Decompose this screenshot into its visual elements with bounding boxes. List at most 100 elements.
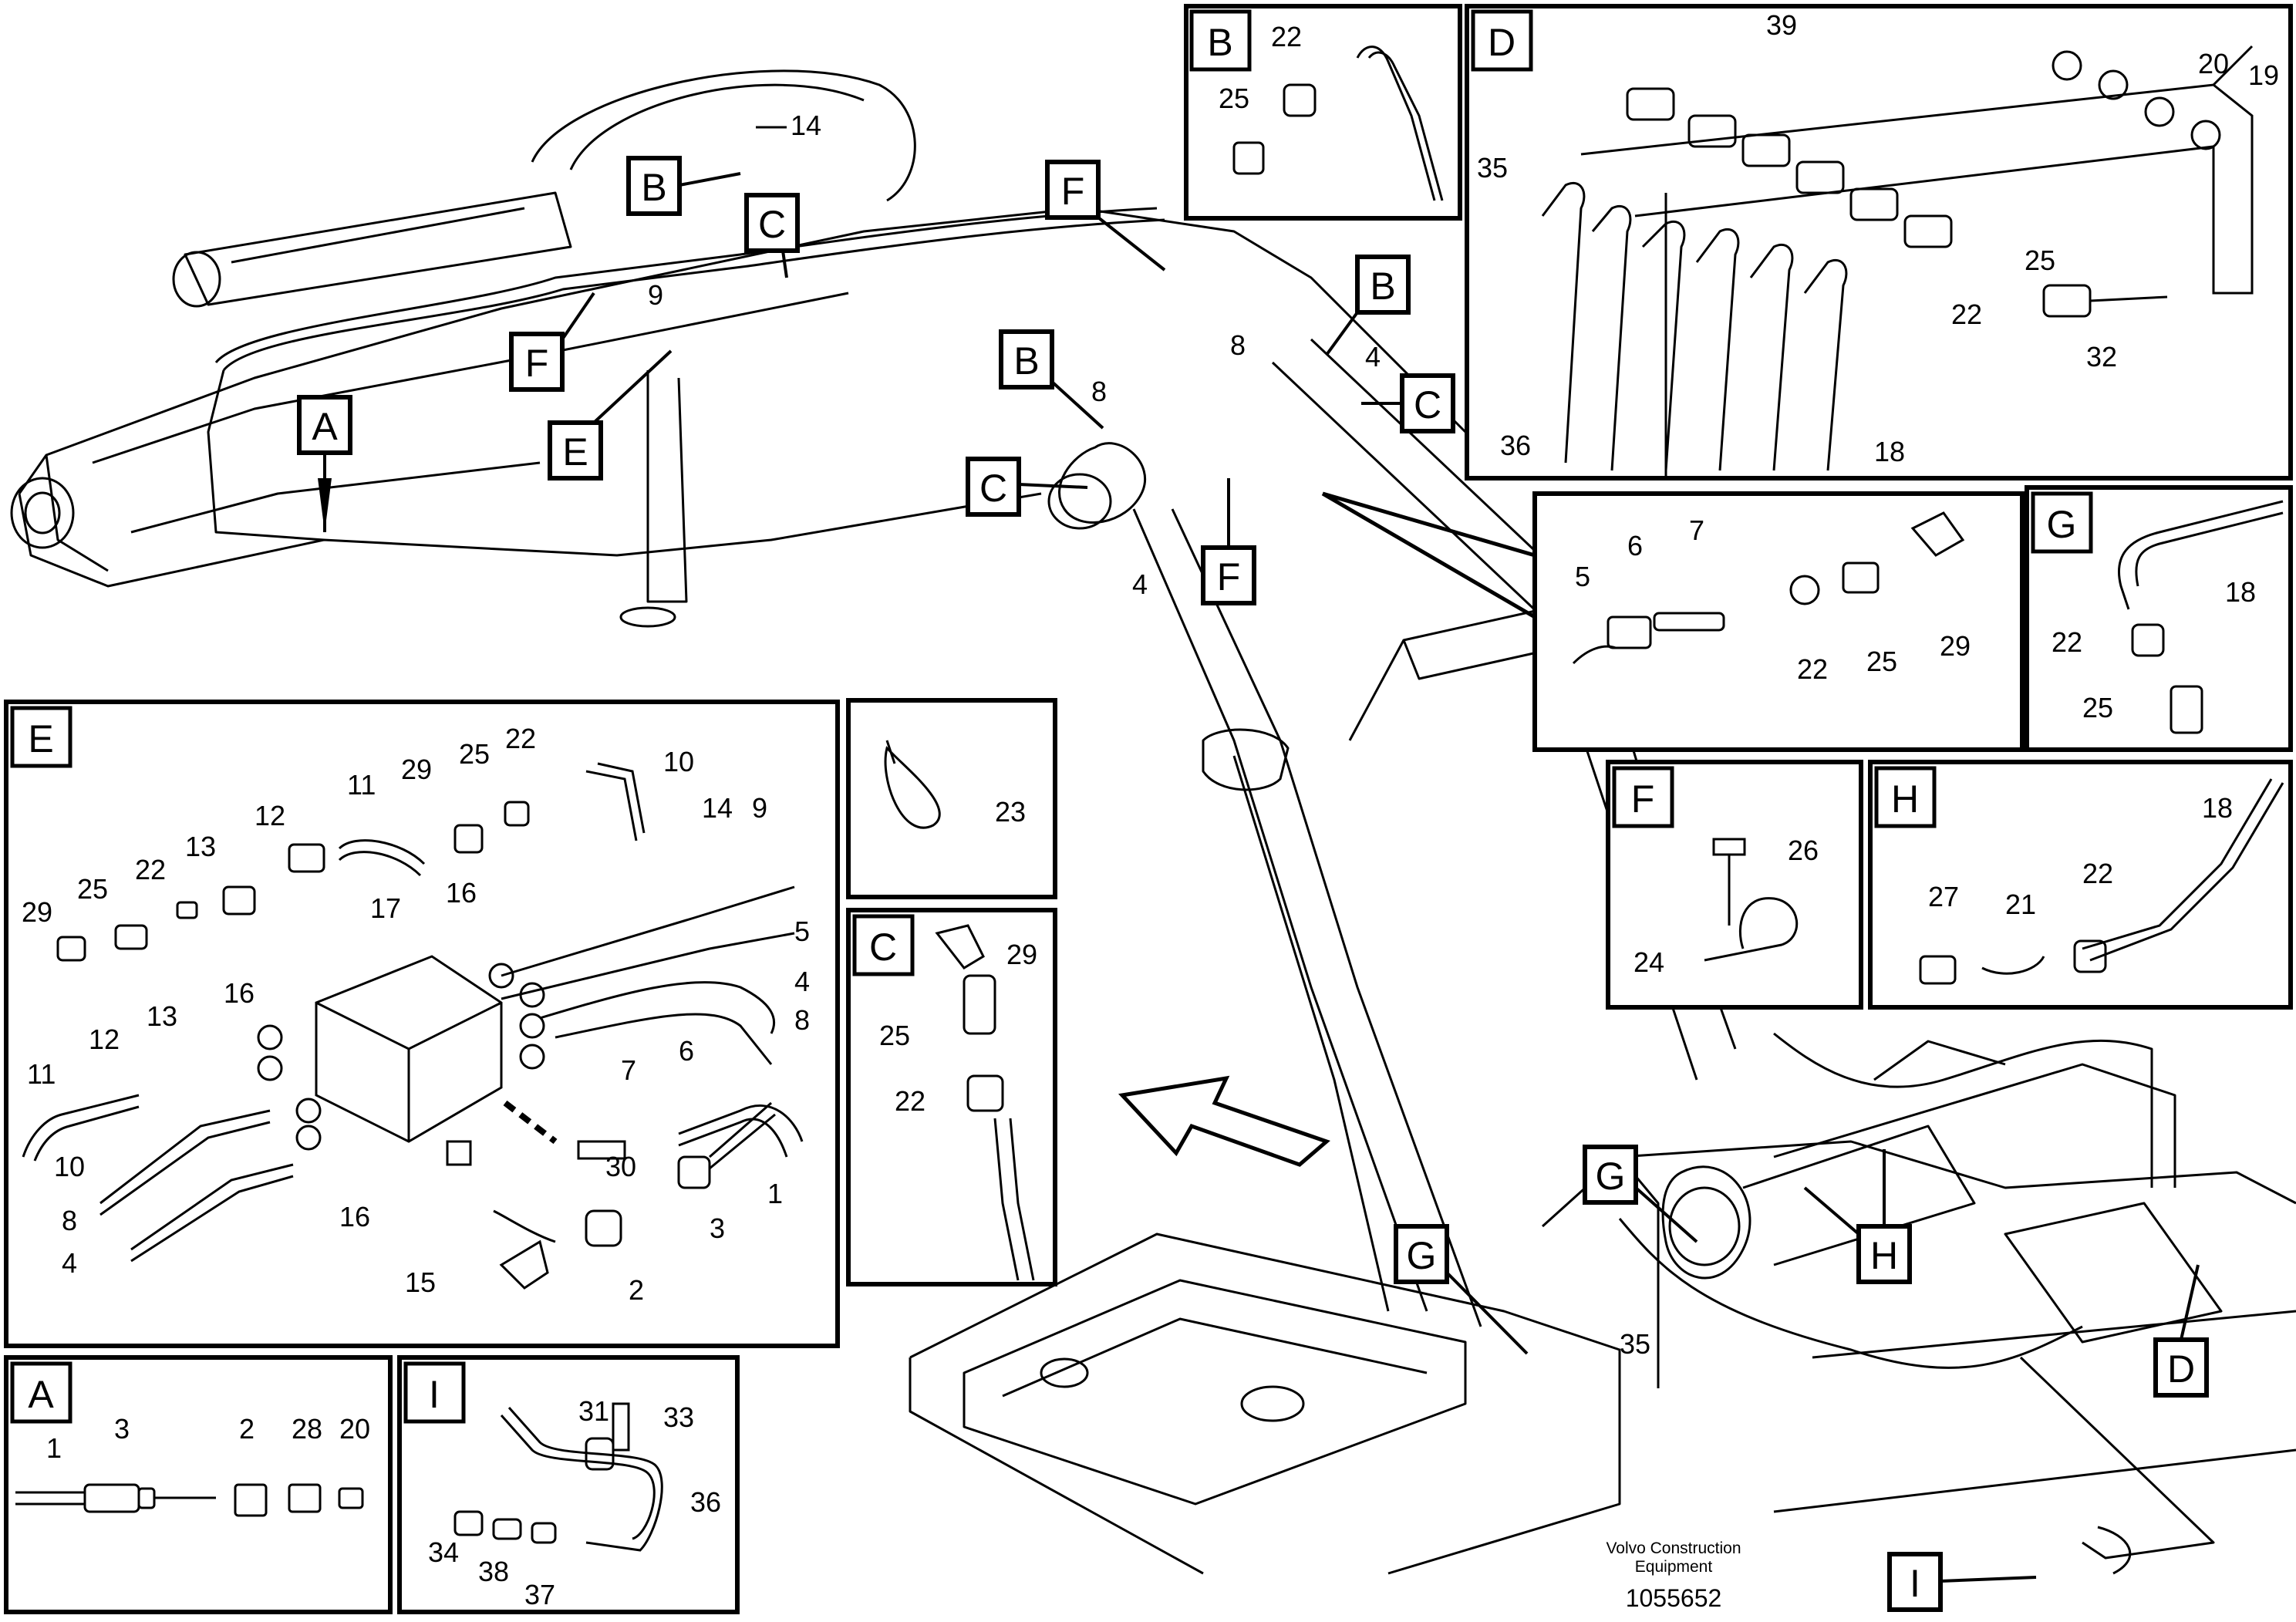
detail-bulkhead-coupling: 5 6 7 22 25 29 (1321, 491, 2025, 752)
panel-D: D 39 20 19 35 (1465, 4, 2293, 481)
part-number: 36 (690, 1486, 721, 1518)
part-number: 35 (1477, 152, 1508, 184)
part-number: 3 (114, 1413, 130, 1445)
part-number: 9 (752, 792, 767, 824)
part-number: 35 (1620, 1328, 1650, 1360)
part-number: 24 (1633, 946, 1664, 978)
overview-callouts: A B C F E B F (297, 156, 2209, 1612)
callout-H-overview[interactable]: H (1803, 1149, 1912, 1284)
part-number: 29 (401, 754, 432, 785)
part-number: 6 (1627, 530, 1643, 561)
part-number: 26 (1788, 835, 1819, 866)
machine-overview (10, 69, 2296, 1575)
panel-label: B (1207, 21, 1232, 64)
svg-text:G: G (1407, 1234, 1437, 1277)
part-number: 1 (767, 1178, 783, 1209)
callout-I-overview[interactable]: I (1887, 1552, 2037, 1612)
part-number: 25 (2082, 692, 2113, 723)
svg-text:G: G (1596, 1155, 1626, 1198)
footer-brand-line1: Volvo Construction (1606, 1539, 1741, 1557)
part-number: 13 (147, 1000, 177, 1032)
part-number: 22 (1951, 298, 1982, 330)
svg-text:I: I (1910, 1562, 1920, 1605)
svg-text:F: F (1061, 170, 1085, 213)
panel-label: A (28, 1373, 54, 1416)
part-number: 23 (995, 796, 1026, 828)
part-number: 22 (895, 1085, 925, 1117)
callout-G-bottom[interactable]: G (1394, 1224, 1529, 1355)
svg-text:C: C (758, 203, 786, 246)
part-number: 2 (239, 1413, 255, 1445)
part-number: 16 (224, 977, 255, 1009)
part-number: 25 (879, 1020, 910, 1051)
callout-F-mid[interactable]: F (1201, 478, 1256, 605)
overview-part-numbers: 14 9 8 4 8 4 35 (648, 110, 1650, 1360)
callout-G-top[interactable]: G (1583, 1145, 1698, 1243)
part-number: 17 (370, 892, 401, 924)
callout-E-overview[interactable]: E (548, 349, 673, 481)
footer-brand-line2: Equipment (1634, 1558, 1713, 1576)
part-number: 20 (2198, 48, 2229, 79)
part-number: 16 (339, 1201, 370, 1233)
part-number: 4 (1365, 341, 1381, 373)
part-number: 36 (1500, 430, 1531, 461)
svg-text:B: B (1370, 265, 1395, 308)
callout-B-top[interactable]: B (626, 156, 741, 216)
part-number: 14 (702, 792, 733, 824)
part-number: 4 (1132, 568, 1148, 600)
direction-arrow (1118, 1075, 1330, 1167)
svg-text:B: B (641, 166, 666, 209)
panel-label: C (869, 926, 897, 969)
part-number: 5 (794, 916, 810, 947)
part-number: 22 (135, 854, 166, 885)
part-number: 22 (505, 723, 536, 754)
part-number: 30 (605, 1151, 636, 1182)
panel-G: G 18 22 25 (2025, 485, 2293, 752)
callout-A[interactable]: A (297, 395, 352, 532)
callout-C-right[interactable]: C (1361, 373, 1455, 433)
part-number: 25 (1866, 646, 1897, 677)
part-number: 32 (2086, 341, 2117, 373)
part-number: 11 (347, 769, 376, 801)
footer-brand: Volvo Construction Equipment (1573, 1539, 1774, 1576)
part-number: 18 (2225, 576, 2256, 608)
panel-B: B 22 25 (1184, 4, 1462, 221)
callout-B-right[interactable]: B (1325, 255, 1411, 356)
callout-D-overview[interactable]: D (2153, 1264, 2209, 1398)
part-number: 29 (1006, 939, 1037, 970)
part-number: 22 (1271, 21, 1302, 52)
part-number: 8 (1230, 329, 1246, 361)
callout-B-mid[interactable]: B (999, 329, 1104, 430)
part-number: 6 (679, 1035, 694, 1067)
part-number: 10 (663, 746, 694, 777)
part-number: 8 (1091, 376, 1107, 407)
svg-text:F: F (525, 342, 549, 385)
callout-F-upper[interactable]: F (1045, 160, 1166, 271)
part-number: 12 (89, 1023, 120, 1055)
callout-C-mid[interactable]: C (966, 457, 1088, 517)
part-number: 33 (663, 1401, 694, 1433)
svg-text:H: H (1870, 1234, 1898, 1277)
svg-text:B: B (1013, 339, 1039, 383)
callout-C-top[interactable]: C (744, 193, 800, 278)
part-number: 15 (405, 1266, 436, 1298)
part-number: 8 (62, 1205, 77, 1236)
part-number: 2 (629, 1274, 644, 1306)
panel-label: G (2047, 503, 2077, 546)
panel-H: H 18 27 21 22 (1868, 760, 2293, 1010)
panel-C: C 29 25 22 (846, 908, 1057, 1286)
panel-label: F (1631, 777, 1655, 821)
svg-text:D: D (2167, 1347, 2195, 1391)
part-number: 18 (1874, 436, 1905, 467)
part-number: 25 (2025, 244, 2055, 276)
part-number: 12 (255, 800, 285, 831)
part-number: 22 (1797, 653, 1828, 685)
part-number: 3 (710, 1212, 725, 1244)
part-number: 22 (2082, 858, 2113, 889)
part-number: 16 (446, 877, 477, 909)
part-number: 9 (648, 279, 663, 311)
callout-F-top-left[interactable]: F (509, 292, 595, 392)
svg-text:C: C (979, 467, 1007, 510)
part-number: 7 (621, 1054, 636, 1086)
